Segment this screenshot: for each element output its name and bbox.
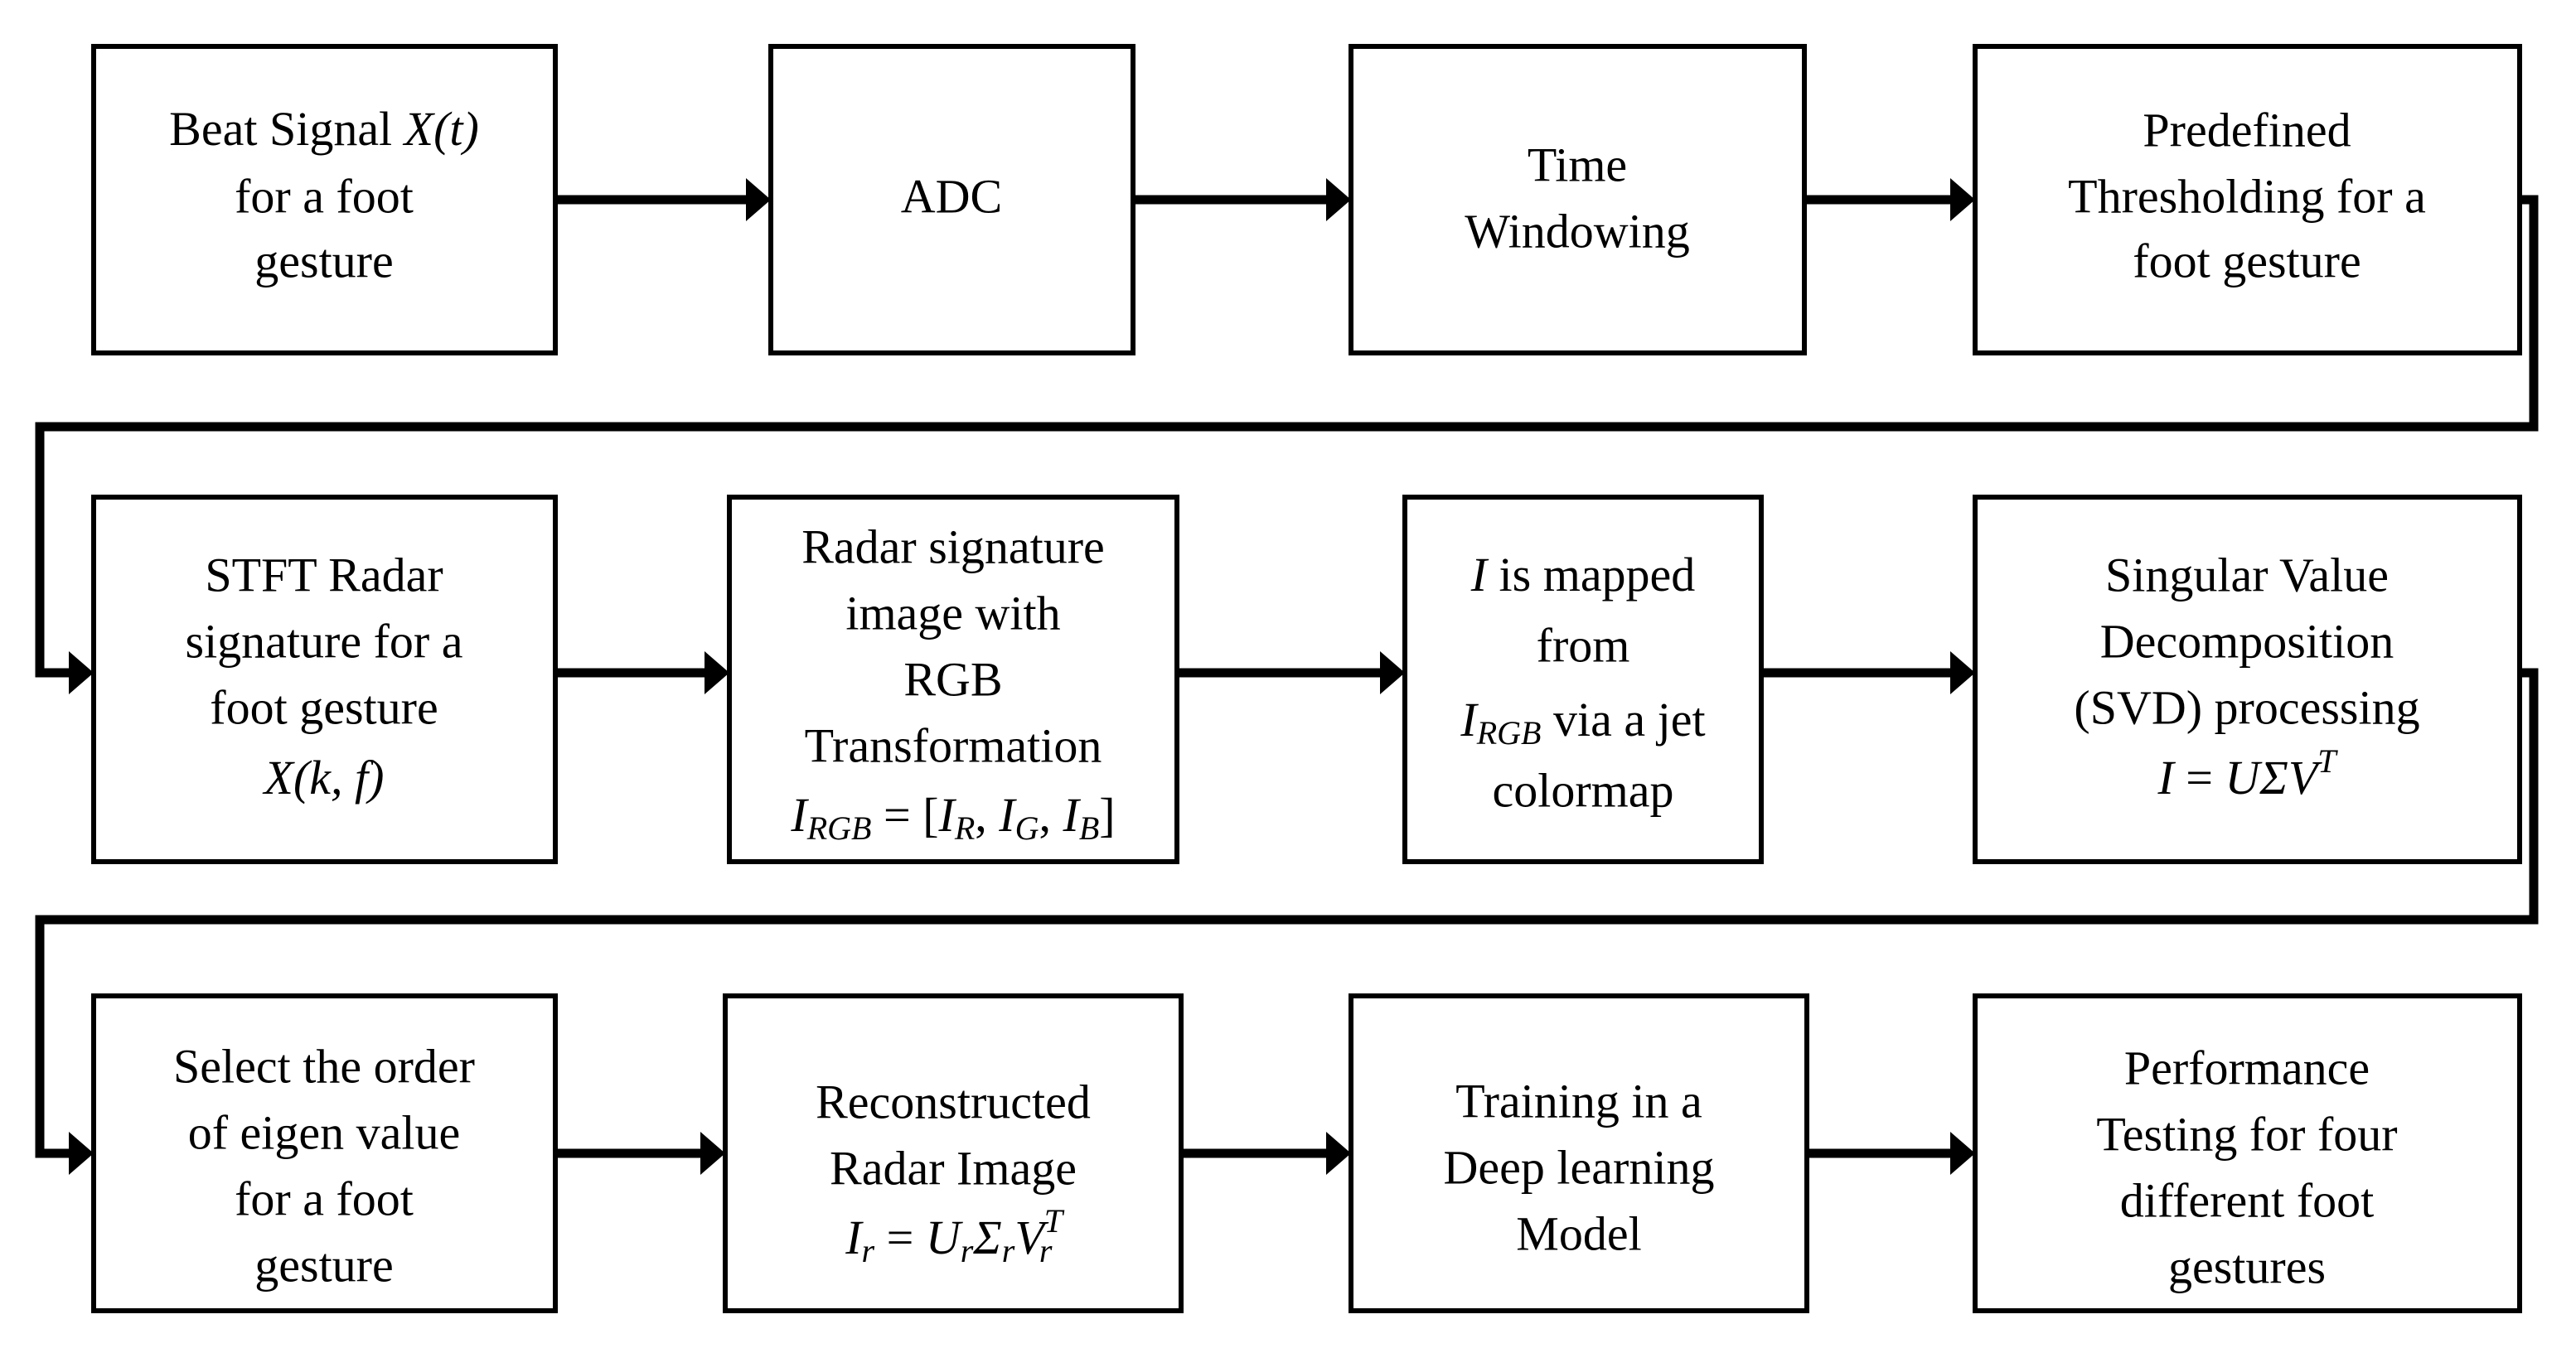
edge-rgb-transformation-to-jet-colormap (1177, 651, 1405, 694)
node-adc[interactable]: ADC (768, 44, 1135, 355)
node-label-recon-line2: Radar Image (830, 1141, 1077, 1195)
node-label-performance-line2: Testing for four (2096, 1107, 2397, 1161)
node-label-predefined-thresholding-line3: foot gesture (2133, 234, 2361, 288)
node-deep-learning-training[interactable]: Training in a Deep learning Model (1349, 993, 1809, 1313)
node-label-rgb-line1: Radar signature (801, 519, 1105, 573)
node-label-adc: ADC (901, 169, 1002, 223)
edge-adc-to-time-windowing (1133, 178, 1351, 221)
node-label-jet-line1: I is mapped (1470, 548, 1696, 602)
node-label-time-windowing-line2: Windowing (1465, 204, 1690, 258)
node-label-training-line2: Deep learning (1444, 1140, 1715, 1194)
node-label-eigen-line3: for a foot (235, 1172, 414, 1225)
edge-select-eigen-to-reconstructed (555, 1132, 725, 1175)
node-formula-svd: I = UΣVT (2157, 742, 2338, 805)
node-box-beat-signal[interactable] (91, 44, 558, 355)
node-jet-colormap-mapping[interactable]: I is mapped from IRGB via a jet colormap (1402, 495, 1764, 864)
node-beat-signal[interactable]: Beat Signal X(t) for a foot gesture (91, 44, 558, 355)
arrow-head-icon (1950, 1132, 1975, 1175)
node-select-eigen-order[interactable]: Select the order of eigen value for a fo… (91, 993, 558, 1313)
node-stft-radar-signature[interactable]: STFT Radar signature for a foot gesture … (91, 495, 558, 864)
node-label-jet-line4: colormap (1492, 763, 1673, 817)
node-label-svd-line2: Decomposition (2100, 614, 2394, 668)
node-box-deep-learning-training[interactable] (1349, 993, 1809, 1313)
node-box-jet-colormap-mapping[interactable] (1402, 495, 1764, 864)
node-box-stft-radar-signature[interactable] (91, 495, 558, 864)
node-label-beat-signal-line1: Beat Signal X(t) (169, 102, 479, 156)
arrow-head-icon (700, 1132, 725, 1175)
node-box-reconstructed-radar-image[interactable] (723, 993, 1184, 1313)
node-label-stft-line1: STFT Radar (205, 548, 443, 602)
arrow-head-icon (1950, 178, 1975, 221)
node-box-select-eigen-order[interactable] (91, 993, 558, 1313)
node-label-beat-signal-line2: for a foot (235, 169, 414, 223)
arrow-head-icon (1326, 1132, 1351, 1175)
node-label-performance-line3: different foot (2120, 1173, 2375, 1227)
node-label-performance-line1: Performance (2124, 1041, 2370, 1094)
edge-svd-to-select-eigen-order (35, 668, 2539, 1175)
node-label-recon-line1: Reconstructed (816, 1075, 1091, 1128)
node-rgb-transformation[interactable]: Radar signature image with RGB Transform… (727, 495, 1179, 864)
edge-jet-colormap-to-svd (1761, 651, 1975, 694)
node-label-stft-line2: signature for a (186, 614, 463, 668)
node-label-predefined-thresholding-line2: Thresholding for a (2068, 169, 2426, 223)
node-label-stft-line4: X(k, f) (263, 751, 385, 805)
node-label-svd-line1: Singular Value (2105, 548, 2389, 602)
edge-reconstructed-to-training (1181, 1132, 1351, 1175)
edge-stft-to-rgb-transformation (555, 651, 729, 694)
arrow-head-icon (1950, 651, 1975, 694)
arrow-head-icon (69, 651, 94, 694)
node-label-predefined-thresholding-line1: Predefined (2143, 103, 2351, 157)
node-svd-processing[interactable]: Singular Value Decomposition (SVD) proce… (1973, 495, 2522, 864)
node-label-time-windowing-line1: Time (1528, 138, 1627, 191)
node-label-rgb-line3: RGB (903, 652, 1002, 706)
node-label-eigen-line4: gesture (254, 1238, 394, 1292)
node-box-time-windowing[interactable] (1349, 44, 1807, 355)
node-formula-rgb: IRGB = [IR, IG, IB] (790, 788, 1115, 847)
arrow-head-icon (1380, 651, 1405, 694)
node-label-svd-line3: (SVD) processing (2074, 680, 2419, 734)
node-box-adc[interactable] (768, 44, 1135, 355)
arrow-head-icon (69, 1132, 94, 1175)
node-performance-testing[interactable]: Performance Testing for four different f… (1973, 993, 2522, 1313)
node-label-eigen-line2: of eigen value (188, 1105, 461, 1159)
node-predefined-thresholding[interactable]: Predefined Thresholding for a foot gestu… (1973, 44, 2522, 355)
node-box-rgb-transformation[interactable] (727, 495, 1179, 864)
node-time-windowing[interactable]: Time Windowing (1349, 44, 1807, 355)
edge-predefined-thresholding-to-stft (35, 195, 2539, 694)
node-label-performance-line4: gestures (2168, 1239, 2326, 1293)
node-label-training-line3: Model (1516, 1206, 1641, 1260)
node-label-jet-line3: IRGB via a jet (1460, 693, 1705, 751)
edge-time-windowing-to-predefined-thresholding (1804, 178, 1975, 221)
edge-training-to-performance-testing (1807, 1132, 1975, 1175)
node-label-rgb-line4: Transformation (805, 718, 1102, 772)
node-label-rgb-line2: image with (845, 586, 1060, 640)
edge-beat-signal-to-adc (555, 178, 771, 221)
arrow-head-icon (705, 651, 729, 694)
node-label-beat-signal-line3: gesture (254, 234, 394, 288)
node-box-predefined-thresholding[interactable] (1973, 44, 2522, 355)
node-label-eigen-line1: Select the order (173, 1039, 475, 1093)
node-box-svd-processing[interactable] (1973, 495, 2522, 864)
arrow-head-icon (746, 178, 771, 221)
node-label-stft-line3: foot gesture (210, 680, 438, 734)
node-label-training-line1: Training in a (1455, 1074, 1702, 1128)
node-label-jet-line2: from (1537, 618, 1630, 672)
arrow-head-icon (1326, 178, 1351, 221)
